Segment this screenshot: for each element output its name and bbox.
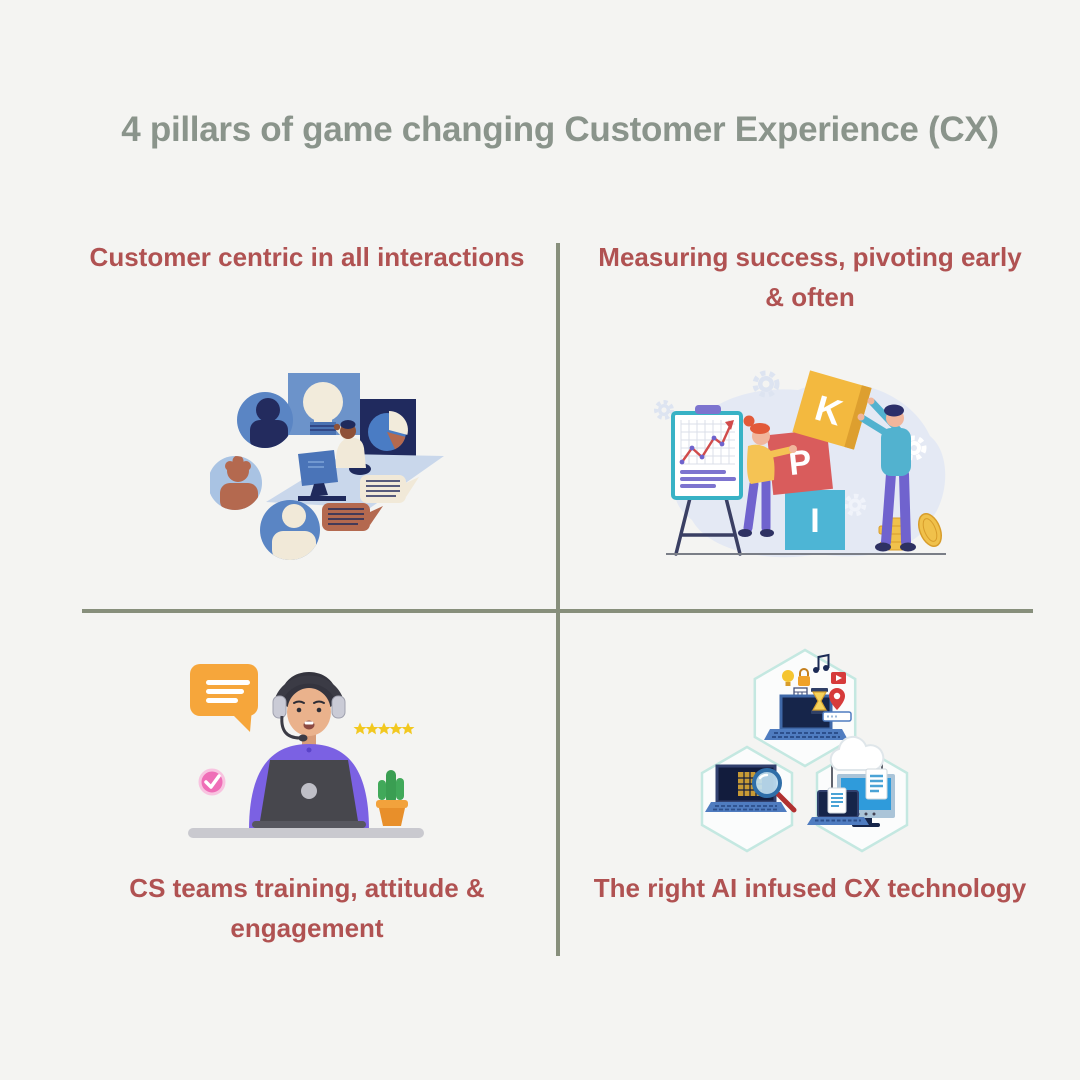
- seated-person: [333, 420, 371, 475]
- people-collaboration-illustration: [210, 373, 444, 560]
- desk-surface: [188, 828, 424, 838]
- cloud-devices-group: [807, 735, 895, 827]
- star-icon: [365, 722, 379, 735]
- lightbulb-icon: [288, 373, 360, 435]
- kpi-blocks-illustration: I P K: [654, 370, 946, 558]
- woman-figure: [738, 415, 797, 537]
- hourglass-icon: [811, 688, 828, 714]
- pie-chart-icon: [360, 399, 416, 465]
- pillar-title-measuring-success: Measuring success, pivoting early & ofte…: [598, 242, 1022, 312]
- laptop-icon: [298, 450, 346, 501]
- infographic-title: 4 pillars of game changing Customer Expe…: [121, 110, 999, 149]
- flipchart-icon: [671, 405, 743, 556]
- star-icon: [353, 722, 367, 735]
- kpi-block-k: K: [792, 370, 872, 450]
- gear-icon: [843, 493, 867, 517]
- video-player-icon: [831, 672, 846, 684]
- padlock-icon: [798, 668, 810, 686]
- tech-hexagons-illustration: [700, 648, 909, 853]
- microphone-icon: [280, 715, 301, 740]
- music-note-icon: [813, 653, 830, 673]
- lightbulb-icon: [782, 670, 794, 686]
- star-icon: [401, 722, 415, 735]
- kpi-block-i: I: [785, 490, 845, 550]
- kpi-block-p: P: [767, 429, 833, 495]
- headset-icon: [274, 675, 344, 704]
- cloud-icon: [829, 735, 885, 771]
- horizontal-divider: [82, 609, 1033, 613]
- laptop-icon: [252, 760, 366, 828]
- star-icon: [389, 722, 403, 735]
- user-avatar-icon: [260, 500, 320, 560]
- trend-line-icon: [681, 423, 733, 463]
- gear-icon: [654, 400, 674, 420]
- location-pin-icon: [829, 688, 845, 710]
- pillar-title-customer-centric: Customer centric in all interactions: [89, 242, 525, 272]
- laptop-icon: [807, 787, 869, 825]
- pillar-title-cs-teams: CS teams training, attitude & engagement: [129, 873, 485, 943]
- search-bar-icon: [822, 711, 852, 722]
- data-scan-laptop-group: [705, 764, 797, 813]
- smart-laptop-group: [764, 653, 852, 740]
- svg-text:I: I: [810, 502, 819, 540]
- gear-icon: [752, 370, 780, 398]
- document-icon: [865, 768, 888, 800]
- floor-surface: [266, 454, 444, 508]
- star-icon: [377, 722, 391, 735]
- speech-bubble-icon: [322, 503, 383, 531]
- support-agent-illustration: [188, 664, 424, 838]
- user-avatar-icon: [210, 456, 262, 510]
- cactus-icon: [376, 770, 408, 826]
- man-figure: [857, 397, 916, 552]
- vertical-divider: [556, 243, 560, 956]
- document-icon: [827, 787, 847, 814]
- checkmark-icon: [198, 768, 226, 796]
- user-avatar-icon: [237, 392, 293, 448]
- speech-bubble-icon: [360, 475, 419, 503]
- five-stars: [353, 722, 415, 735]
- chat-bubble-icon: [190, 664, 258, 732]
- pillar-title-ai-technology: The right AI infused CX technology: [593, 873, 1027, 903]
- magnifier-icon: [752, 768, 797, 813]
